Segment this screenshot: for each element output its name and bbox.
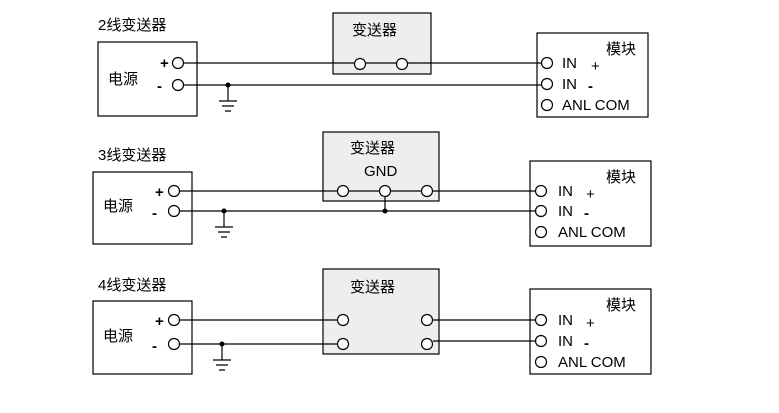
in-pos-label: IN [558,183,573,200]
transmitter-terminal-4 [420,337,434,351]
minus-sign: - [152,338,157,355]
module-terminal-in-pos [534,313,548,327]
power-supply-label: 电源 [103,198,133,215]
minus-sign: - [152,205,157,222]
transmitter-terminal-2 [395,57,409,71]
transmitter-terminal-2 [336,337,350,351]
transmitter-terminal-1 [353,57,367,71]
power-supply-label: 电源 [103,328,133,345]
module-terminal-in-neg [540,77,554,91]
wire [180,190,535,212]
in-pos-sign: + [591,58,600,75]
anl-com-label: ANL COM [558,224,626,241]
module-label: 模块 [606,41,636,58]
transmitter-terminal-3 [420,313,434,327]
module-box [529,288,652,375]
transmitter-terminal-gnd [378,184,392,198]
transmitter-gnd-label: GND [364,163,398,180]
section-title: 3线变送器 [98,147,166,164]
power-supply-label: 电源 [108,71,138,88]
in-neg-label: IN [558,203,573,220]
power-terminal-neg [167,337,181,351]
in-neg-sign: - [588,78,593,95]
section-title: 4线变送器 [98,277,166,294]
section-3wire: 3线变送器 电源 + - 变送器 GND 模块 IN + IN - ANL CO… [92,131,652,247]
section-title: 2线变送器 [98,17,166,34]
in-neg-sign: - [584,335,589,352]
module-box [529,160,652,247]
power-terminal-pos [167,313,181,327]
ground-icon [213,344,231,371]
module-terminal-in-neg [534,204,548,218]
transmitter-label: 变送器 [350,279,395,296]
in-pos-label: IN [562,55,577,72]
transmitter-label: 变送器 [352,22,397,39]
in-neg-sign: - [584,205,589,222]
in-pos-sign: + [586,186,595,203]
transmitter-terminal-1 [336,313,350,327]
wire [180,319,535,345]
power-terminal-pos [171,56,185,70]
transmitter-label: 变送器 [350,140,395,157]
ground-icon [219,85,237,112]
module-terminal-anl-com [534,355,548,369]
module-terminal-anl-com [540,98,554,112]
in-pos-label: IN [558,312,573,329]
section-4wire: 4线变送器 电源 + - 变送器 模块 IN + IN - ANL COM [92,268,652,375]
transmitter-box [332,12,432,75]
transmitter-terminal-3 [420,184,434,198]
power-supply-box [92,300,193,375]
module-box [536,32,649,118]
module-label: 模块 [606,169,636,186]
transmitter-terminal-1 [336,184,350,198]
power-terminal-pos [167,184,181,198]
module-terminal-in-neg [534,334,548,348]
anl-com-label: ANL COM [562,97,630,114]
section-2wire: 2线变送器 电源 + - 变送器 模块 IN + IN - ANL COM [97,12,649,118]
plus-sign: + [160,55,169,72]
in-neg-label: IN [562,76,577,93]
wire [184,62,541,86]
module-terminal-anl-com [534,225,548,239]
power-supply-box [97,41,198,117]
minus-sign: - [157,78,162,95]
power-terminal-neg [167,204,181,218]
in-pos-sign: + [586,315,595,332]
in-neg-label: IN [558,333,573,350]
power-terminal-neg [171,78,185,92]
module-terminal-in-pos [534,184,548,198]
junction-dot [382,208,388,214]
ground-icon [215,211,233,238]
plus-sign: + [155,184,164,201]
anl-com-label: ANL COM [558,354,626,371]
module-terminal-in-pos [540,56,554,70]
plus-sign: + [155,313,164,330]
module-label: 模块 [606,297,636,314]
